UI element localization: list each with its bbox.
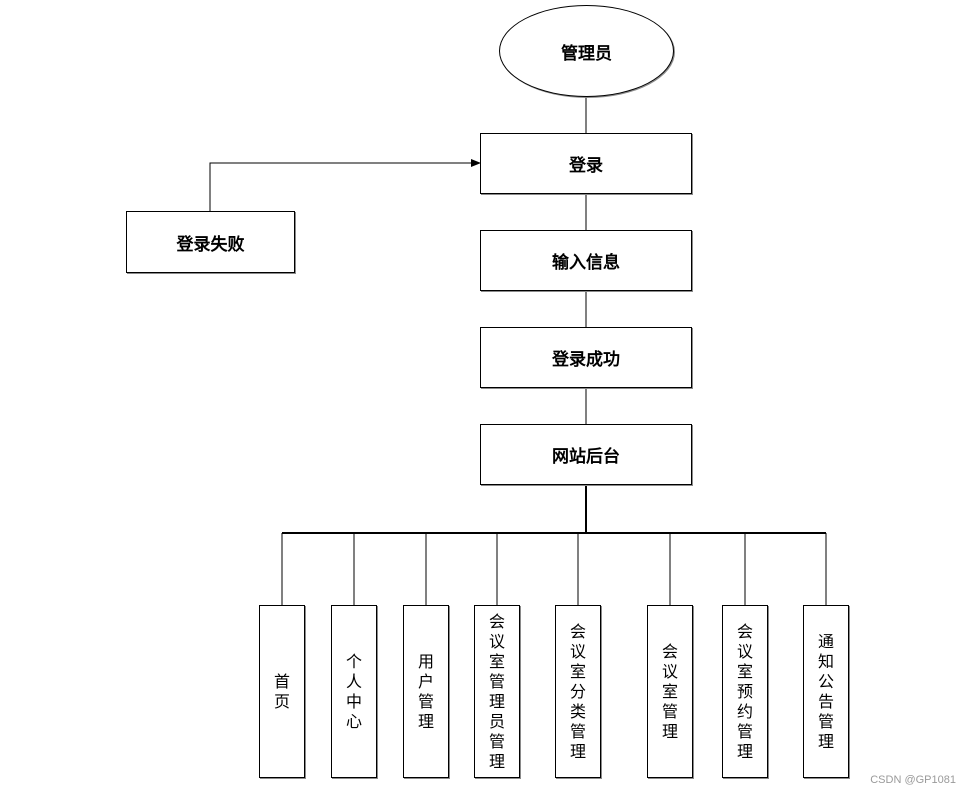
module-notice-management-label: 通知公告管理 <box>817 631 834 751</box>
input-info-node: 输入信息 <box>480 230 692 291</box>
module-room-category-management-label: 会议室分类管理 <box>569 621 586 761</box>
module-room-admin-management: 会议室管理员管理 <box>474 605 520 778</box>
module-room-category-management: 会议室分类管理 <box>555 605 601 778</box>
login-fail-node: 登录失败 <box>126 211 295 273</box>
module-user-management-label: 用户管理 <box>417 651 434 731</box>
module-personal-center: 个人中心 <box>331 605 377 778</box>
csdn-watermark: CSDN @GP1081 <box>870 774 956 786</box>
login-success-label: 登录成功 <box>552 350 620 370</box>
login-label: 登录 <box>569 156 603 176</box>
module-notice-management: 通知公告管理 <box>803 605 849 778</box>
module-user-management: 用户管理 <box>403 605 449 778</box>
admin-node: 管理员 <box>499 5 674 97</box>
backend-label: 网站后台 <box>552 447 620 467</box>
module-home-label: 首页 <box>273 671 290 711</box>
module-home: 首页 <box>259 605 305 778</box>
login-node: 登录 <box>480 133 692 194</box>
backend-node: 网站后台 <box>480 424 692 485</box>
module-room-admin-management-label: 会议室管理员管理 <box>488 611 505 771</box>
module-drop-lines <box>281 533 827 605</box>
module-room-management-label: 会议室管理 <box>661 641 678 741</box>
input-info-label: 输入信息 <box>552 253 620 273</box>
edge-fail-to-login-arrow <box>209 159 481 211</box>
module-personal-center-label: 个人中心 <box>345 651 362 731</box>
module-room-management: 会议室管理 <box>647 605 693 778</box>
login-success-node: 登录成功 <box>480 327 692 388</box>
module-room-booking-management-label: 会议室预约管理 <box>736 621 753 761</box>
admin-label: 管理员 <box>561 43 612 64</box>
module-room-booking-management: 会议室预约管理 <box>722 605 768 778</box>
login-fail-label: 登录失败 <box>176 234 245 255</box>
